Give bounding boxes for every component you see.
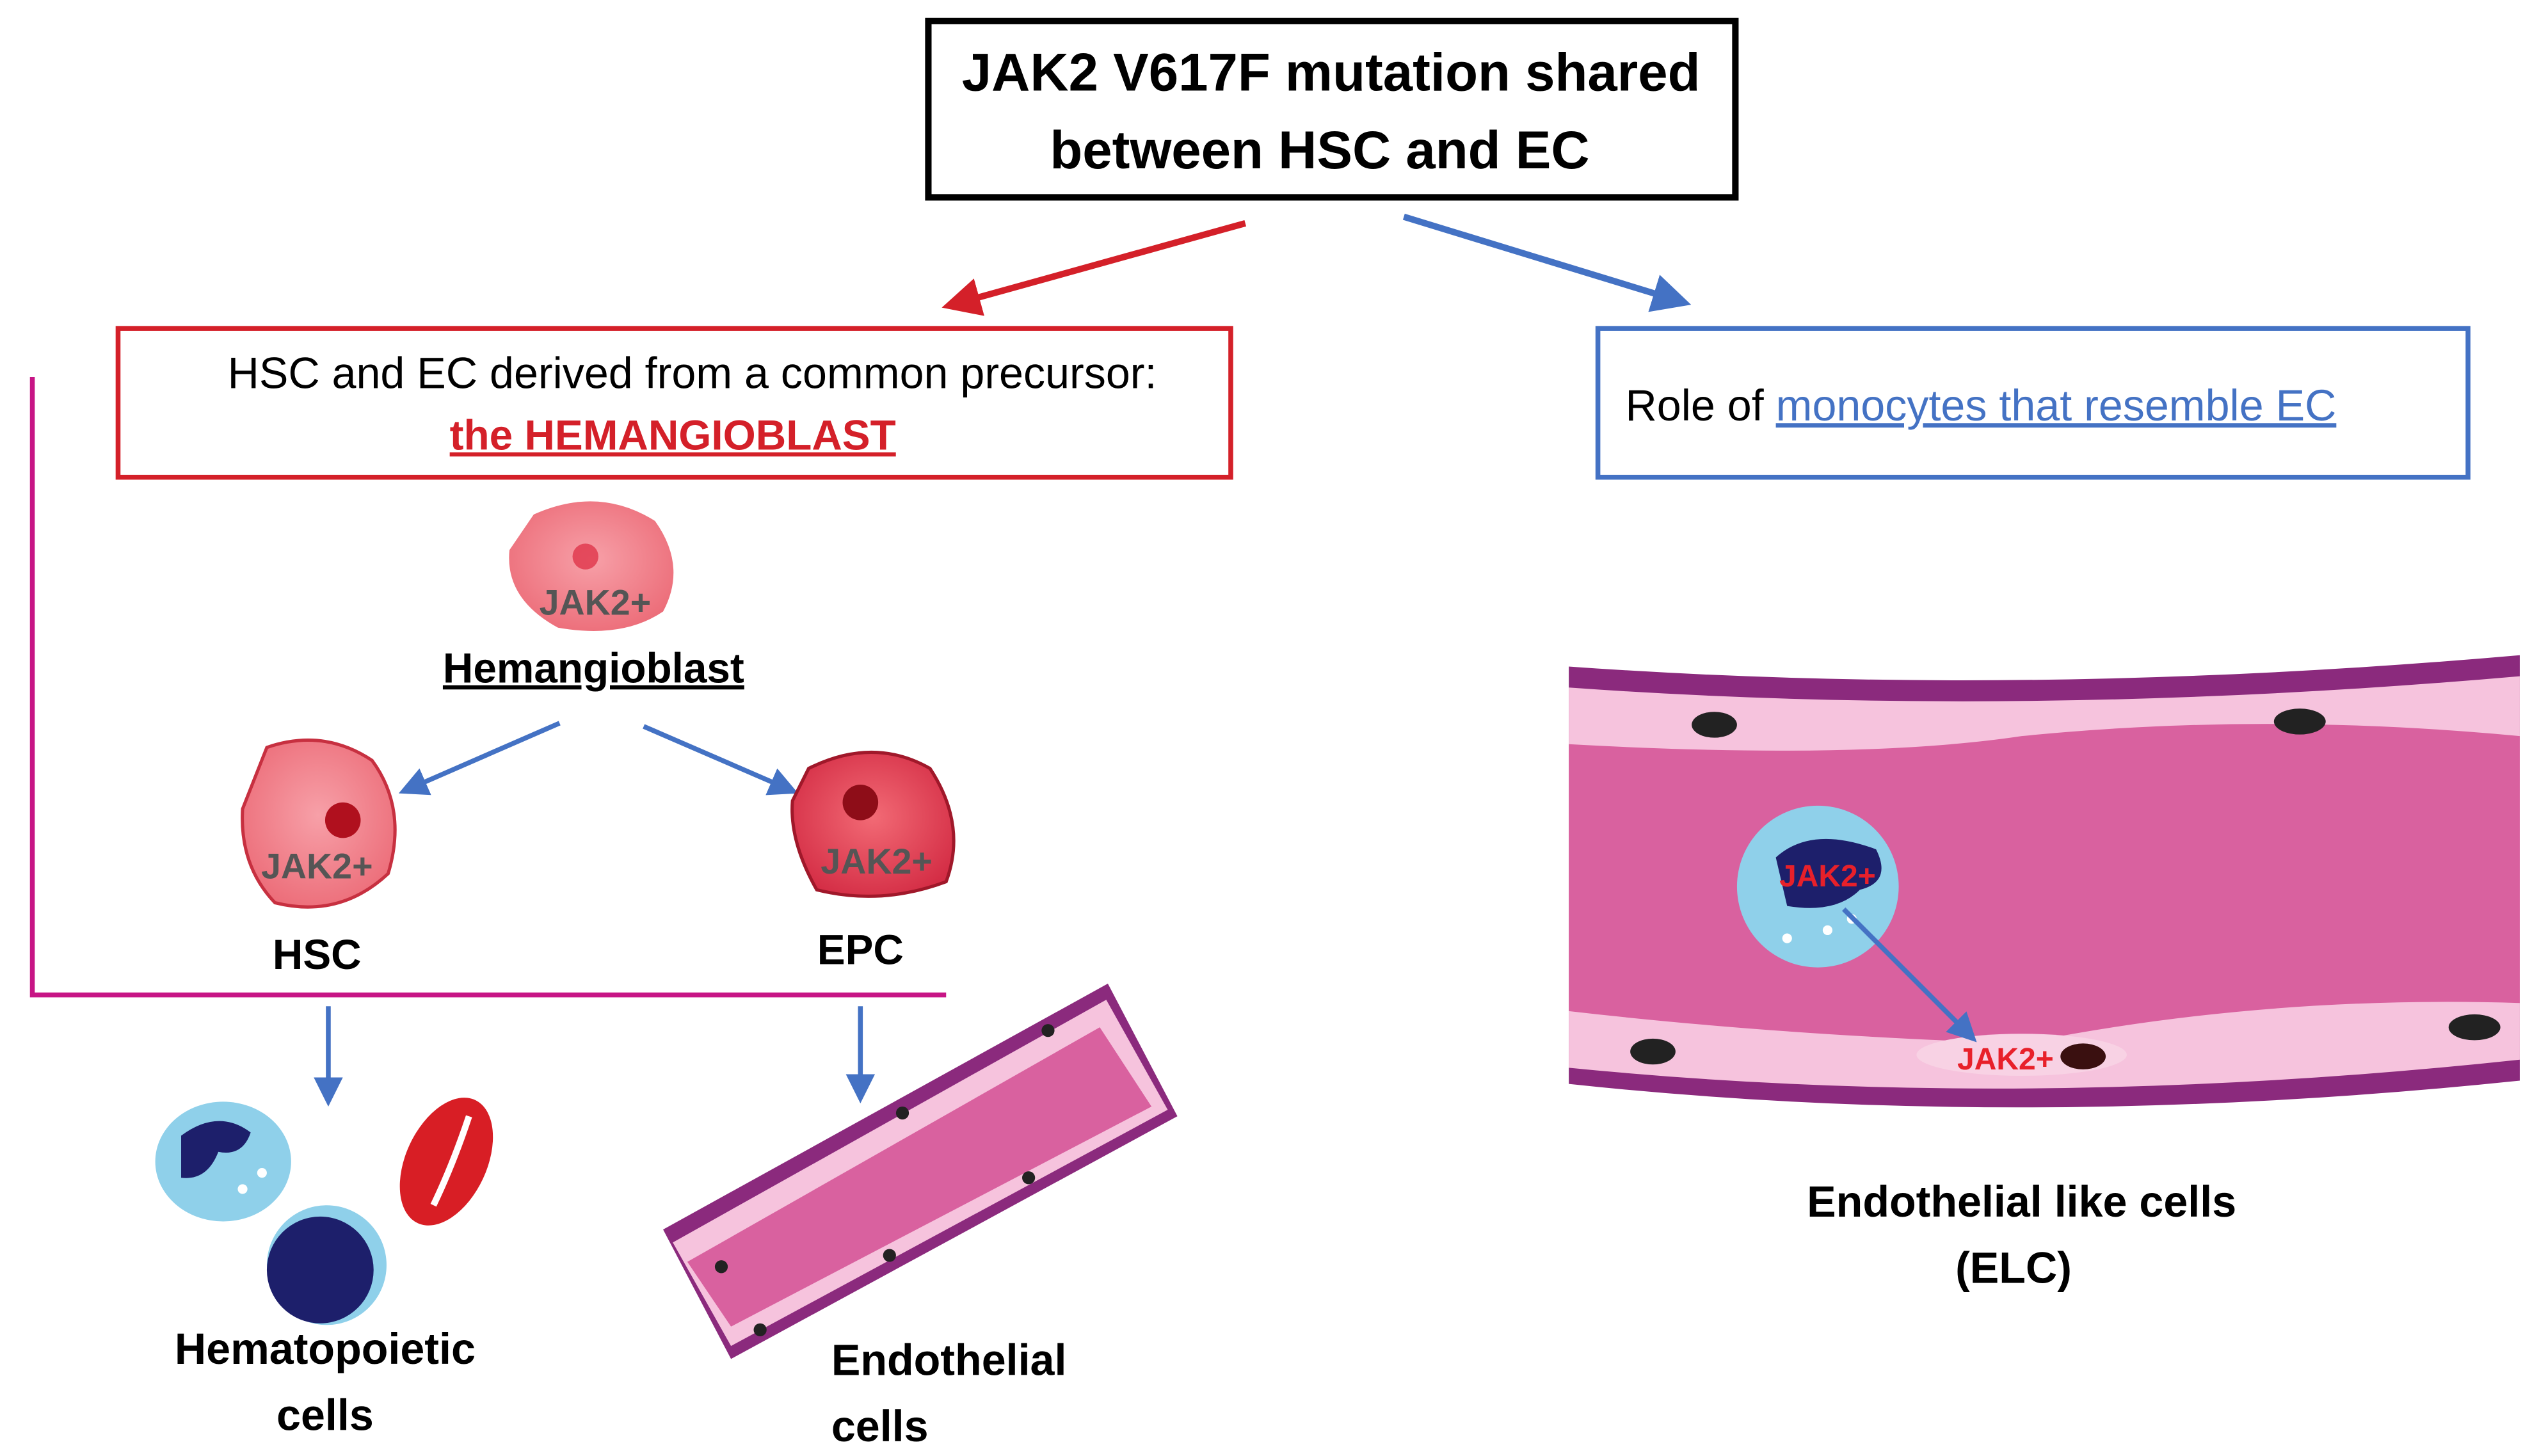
endothelial-label-2: cells	[831, 1402, 929, 1451]
title-line-2: between HSC and EC	[1050, 120, 1589, 180]
endothelial-vessel-illustration: Endothelial cells	[663, 983, 1178, 1451]
blue-arrow	[1402, 213, 1692, 312]
epc-marker: JAK2+	[821, 842, 933, 881]
role-prefix: Role of	[1626, 381, 1776, 430]
hsc-cell: JAK2+ HSC	[241, 738, 397, 978]
monocyte-marker: JAK2+	[1779, 860, 1876, 893]
hematopoietic-cells-illustration: Hematopoietic cells	[155, 1098, 493, 1440]
epc-label: EPC	[817, 927, 904, 973]
hemangioblast-cell: JAK2+ Hemangioblast	[443, 501, 744, 692]
monocytes-link: monocytes that resemble EC	[1776, 381, 2337, 430]
elc-marker: JAK2+	[1957, 1043, 2054, 1076]
arrow-to-epc	[643, 724, 799, 796]
hemangioblast-marker: JAK2+	[540, 583, 652, 623]
red-arrow	[941, 220, 1247, 316]
elc-label-1: Endothelial like cells	[1807, 1178, 2236, 1226]
title-box: JAK2 V617F mutation shared between HSC a…	[925, 17, 1739, 201]
title-line-1: JAK2 V617F mutation shared	[962, 43, 1701, 102]
arrow-to-hsc	[398, 721, 561, 796]
hemangioblast-label: Hemangioblast	[443, 645, 744, 692]
hematopoietic-label-2: cells	[276, 1391, 374, 1440]
bracket-line	[29, 376, 947, 998]
hsc-label: HSC	[273, 931, 362, 978]
hematopoietic-label-1: Hematopoietic	[175, 1325, 476, 1373]
epc-cell: JAK2+ EPC	[790, 751, 956, 973]
endothelial-label-1: Endothelial	[831, 1336, 1067, 1385]
elc-label-2: (ELC)	[1955, 1244, 2072, 1293]
elc-vessel-illustration: JAK2+ JAK2+	[1569, 655, 2520, 1108]
monocytes-box: Role of monocytes that resemble EC	[1595, 326, 2471, 480]
hemangioblast-heading: the HEMANGIOBLAST	[450, 412, 896, 459]
hsc-marker: JAK2+	[261, 847, 373, 886]
monocyte-to-elc-arrow	[1842, 907, 1977, 1043]
hemangioblast-box: HSC and EC derived from a common precurs…	[115, 326, 1233, 480]
precursor-text: HSC and EC derived from a common precurs…	[228, 349, 1157, 398]
role-text: Role of monocytes that resemble EC	[1626, 381, 2337, 430]
